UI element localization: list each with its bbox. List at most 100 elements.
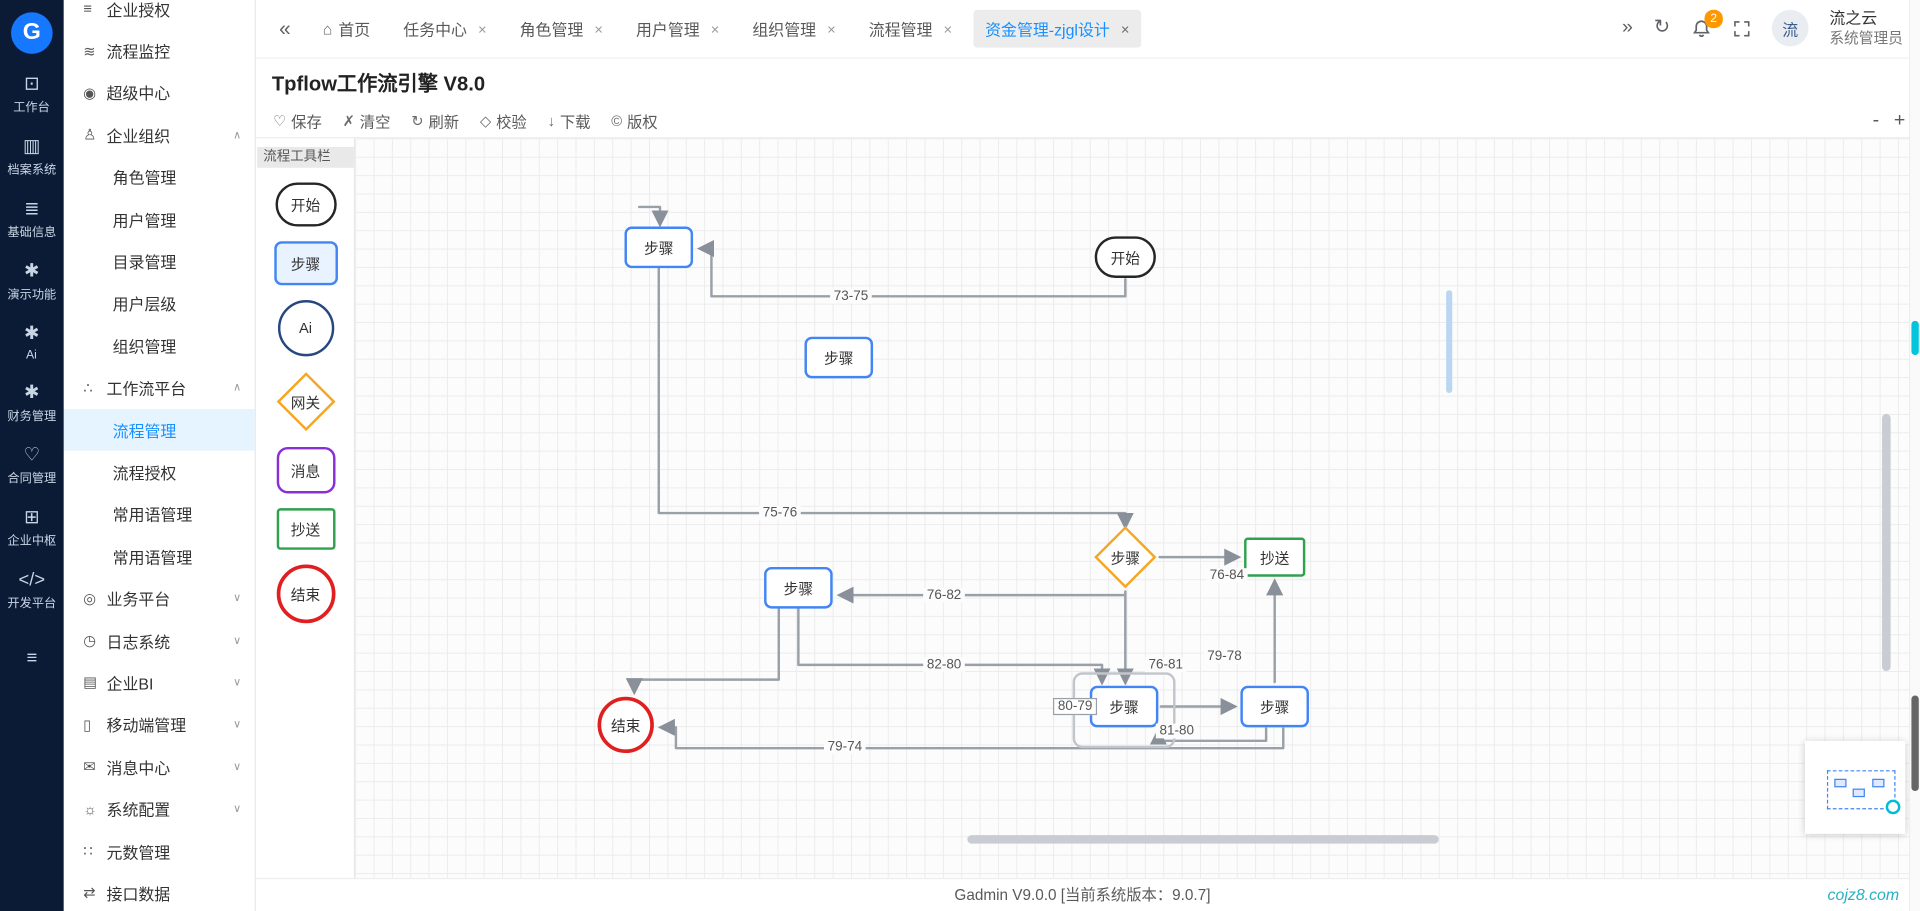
sidebar-item-role-mgmt[interactable]: 角色管理 <box>64 156 255 198</box>
validate-button[interactable]: ◇校验 <box>480 109 527 132</box>
tab-home[interactable]: ⌂首页 <box>310 10 382 48</box>
tab-label: 资金管理-zjgl设计 <box>985 20 1110 40</box>
notifications-button[interactable]: 2 <box>1691 9 1723 39</box>
sidebar-item-user-mgmt[interactable]: 用户管理 <box>64 198 255 240</box>
clear-button[interactable]: ✗清空 <box>343 109 391 132</box>
palette-item-ai[interactable]: Ai <box>277 299 334 357</box>
flow-node-gateway-76[interactable]: 步骤 <box>1091 523 1160 592</box>
sidebar-item-log-system[interactable]: ◷日志系统∨ <box>64 619 255 661</box>
download-button[interactable]: ↓下载 <box>548 109 591 132</box>
sidebar-item-dir-mgmt[interactable]: 目录管理 <box>64 240 255 282</box>
palette-item-label: 消息 <box>290 462 321 480</box>
flow-node-start-73[interactable]: 开始 <box>1094 236 1156 278</box>
sidebar-item-enterprise-auth[interactable]: ≡企业授权 <box>64 0 255 30</box>
close-tab-icon[interactable]: × <box>1120 20 1130 38</box>
tab-role-mgmt[interactable]: 角色管理× <box>507 10 615 48</box>
rail-item-more-menu[interactable]: ≡ <box>0 649 64 667</box>
tab-task-center[interactable]: 任务中心× <box>391 10 499 48</box>
minimap-viewport[interactable] <box>1826 770 1901 815</box>
close-tab-icon[interactable]: × <box>827 20 836 38</box>
flow-edge-79-74[interactable] <box>657 718 1285 750</box>
zoom-out-button[interactable]: - <box>1872 109 1880 131</box>
rail-item-dev-platform[interactable]: </>开发平台 <box>0 571 64 613</box>
sidebar-item-enterprise-bi[interactable]: ▤企业BI∨ <box>64 662 255 704</box>
scrollbar-thumb[interactable] <box>1911 695 1919 792</box>
palette-item-label: 抄送 <box>290 521 321 539</box>
tab-process-mgmt[interactable]: 流程管理× <box>856 10 964 48</box>
sidebar-item-workflow-platform[interactable]: ∴工作流平台∧ <box>64 367 255 409</box>
rail-item-workbench[interactable]: ⊡工作台 <box>0 75 64 117</box>
rail-item-demo-features[interactable]: ✱演示功能 <box>0 262 64 304</box>
canvas-vscrollbar[interactable] <box>1882 413 1891 672</box>
rail-item-ai[interactable]: ✱Ai <box>0 324 64 362</box>
close-tab-icon[interactable]: × <box>477 20 487 38</box>
palette-item-message[interactable]: 消息 <box>276 446 335 494</box>
metadata-mgmt-icon: ∷ <box>83 842 93 860</box>
flow-edge[interactable] <box>625 607 780 696</box>
flow-node-step-80[interactable]: 步骤 <box>1089 685 1159 728</box>
sidebar-item-super-center[interactable]: ◉超级中心 <box>64 72 255 114</box>
sidebar-item-user-level[interactable]: 用户层级 <box>64 283 255 325</box>
close-tab-icon[interactable]: × <box>943 20 953 38</box>
palette-item-copy[interactable]: 抄送 <box>276 508 335 550</box>
flow-edge-76-82[interactable] <box>836 586 1127 604</box>
copyright-button[interactable]: ©版权 <box>611 109 657 132</box>
sidebar-item-org-mgmt[interactable]: 组织管理 <box>64 325 255 367</box>
fullscreen-button[interactable] <box>1733 20 1751 38</box>
minimap[interactable] <box>1804 740 1906 834</box>
user-menu[interactable]: 流之云 系统管理员 <box>1829 9 1902 49</box>
rail-item-finance[interactable]: ✱财务管理 <box>0 383 64 425</box>
rail-item-contract[interactable]: ♡合同管理 <box>0 446 64 488</box>
sidebar-item-process-mgmt[interactable]: 流程管理 <box>63 408 255 451</box>
flow-node-copy-84[interactable]: 抄送 <box>1244 537 1306 577</box>
flow-node-step-79[interactable]: 步骤 <box>1240 685 1309 728</box>
palette-item-start[interactable]: 开始 <box>274 182 337 227</box>
collapse-tabs-button[interactable]: « <box>279 16 291 40</box>
sidebar-item-phrase-mgmt[interactable]: 常用语管理 <box>64 493 255 535</box>
sidebar-item-process-monitor[interactable]: ≋流程监控 <box>64 30 255 72</box>
flow-edge-75-76[interactable] <box>657 266 1134 530</box>
tab-org-mgmt[interactable]: 组织管理× <box>740 10 848 48</box>
sidebar-item-message-center[interactable]: ✉消息中心∨ <box>64 746 255 788</box>
palette-shape-message: 消息 <box>276 446 335 494</box>
sidebar-item-api-data[interactable]: ⇄接口数据 <box>64 872 255 911</box>
sidebar-item-system-config[interactable]: ☼系统配置∨ <box>64 788 255 830</box>
refresh-page-button[interactable]: ↻ <box>1653 17 1671 39</box>
rail-item-archive-system[interactable]: ▥档案系统 <box>0 137 64 179</box>
app-logo[interactable]: G <box>11 12 53 54</box>
refresh-button[interactable]: ↻刷新 <box>411 109 459 132</box>
zoom-in-button[interactable]: + <box>1893 109 1906 131</box>
flow-node-step-75[interactable]: 步骤 <box>624 226 694 269</box>
save-button[interactable]: ♡保存 <box>273 109 322 132</box>
tab-fund-design[interactable]: 资金管理-zjgl设计 × <box>972 9 1142 48</box>
expand-tabs-button[interactable]: » <box>1622 17 1633 39</box>
rail-item-enterprise-hub[interactable]: ⊞企业中枢 <box>0 508 64 550</box>
sidebar-item-process-auth[interactable]: 流程授权 <box>64 451 255 493</box>
flow-node-step-77[interactable]: 步骤 <box>804 336 874 379</box>
footer: Gadmin V9.0.0 [当前系统版本：9.0.7] cojz8.com <box>255 877 1909 911</box>
flow-edge-73-75[interactable] <box>696 239 1127 298</box>
sidebar-item-business-platform[interactable]: ◎业务平台∨ <box>64 577 255 619</box>
sidebar-item-phrase-mgmt-2[interactable]: 常用语管理 <box>64 535 255 577</box>
flow-node-step-82[interactable]: 步骤 <box>764 566 833 609</box>
tab-user-mgmt[interactable]: 用户管理× <box>624 10 732 48</box>
avatar[interactable]: 流 <box>1771 10 1809 48</box>
close-tab-icon[interactable]: × <box>710 20 720 38</box>
page-scrollbar[interactable] <box>1908 0 1920 911</box>
rail-item-base-info[interactable]: ≣基础信息 <box>0 200 64 242</box>
flow-edge[interactable] <box>637 205 669 228</box>
site-link[interactable]: cojz8.com <box>1827 885 1900 904</box>
minimap-handle[interactable] <box>1885 799 1901 815</box>
chevron-icon: ∧ <box>233 128 242 141</box>
close-tab-icon[interactable]: × <box>594 20 603 38</box>
canvas-hscrollbar[interactable] <box>967 835 1439 844</box>
sidebar-item-metadata-mgmt[interactable]: ∷元数管理 <box>64 830 255 872</box>
sidebar-item-mobile-mgmt[interactable]: ▯移动端管理∨ <box>64 704 255 746</box>
palette-item-gateway[interactable]: 网关 <box>275 371 336 432</box>
palette-item-step[interactable]: 步骤 <box>273 241 338 286</box>
sidebar-item-enterprise-org[interactable]: ♙企业组织∧ <box>64 114 255 156</box>
palette-item-end[interactable]: 结束 <box>276 564 335 624</box>
flow-node-end-74[interactable]: 结束 <box>597 696 654 754</box>
